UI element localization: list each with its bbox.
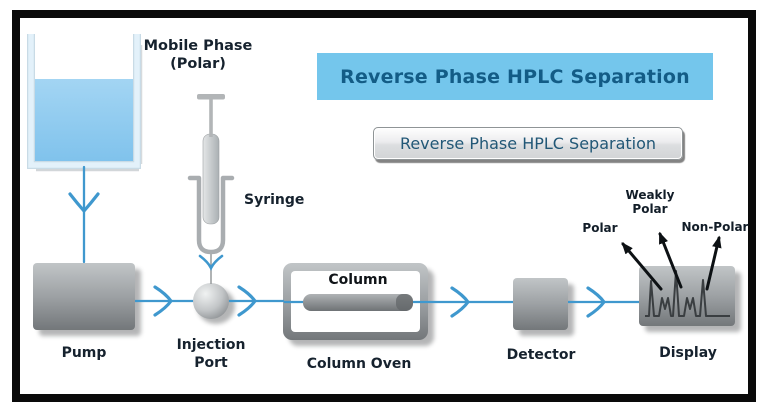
column-bar [303,294,413,311]
mobile-phase-label: Mobile Phase (Polar) [128,37,268,73]
weakly-polar-line2: Polar [632,202,668,216]
column-oven-label: Column Oven [306,356,412,372]
injection-port-label: Injection Port [161,336,261,372]
flow-chevrons [153,285,606,318]
flow-chevron-syringe [198,254,224,271]
detector-label: Detector [506,347,576,363]
injection-port-line2: Port [194,355,228,371]
reservoir-liquid [35,79,133,163]
pump-box [33,263,135,330]
non-polar-arrow [705,235,722,291]
peak-annotation-arrows [621,231,722,291]
syringe-graphic [187,94,235,284]
mobile-phase-reservoir [27,34,143,172]
mobile-phase-line2: (Polar) [170,56,226,72]
display-box [639,266,735,326]
flow-arrow-reservoir-to-pump [68,165,100,264]
syringe-label: Syringe [244,192,305,208]
title-banner: Reverse Phase HPLC Separation [317,53,713,100]
polar-peak-label: Polar [582,221,618,235]
weakly-polar-arrow [658,231,683,289]
mobile-phase-line1: Mobile Phase [143,38,253,54]
weakly-polar-line1: Weakly [625,188,675,202]
non-polar-peak-label: Non-Polar [681,220,749,234]
injection-port-line1: Injection [176,337,246,353]
injection-port-sphere [193,283,229,319]
polar-arrow [621,242,663,291]
pump-label: Pump [61,345,107,361]
hplc-separation-button[interactable]: Reverse Phase HPLC Separation [373,127,683,160]
detector-box [513,278,568,330]
column-label: Column [328,272,388,288]
weakly-polar-peak-label: Weakly Polar [620,188,680,216]
display-label: Display [659,345,717,361]
